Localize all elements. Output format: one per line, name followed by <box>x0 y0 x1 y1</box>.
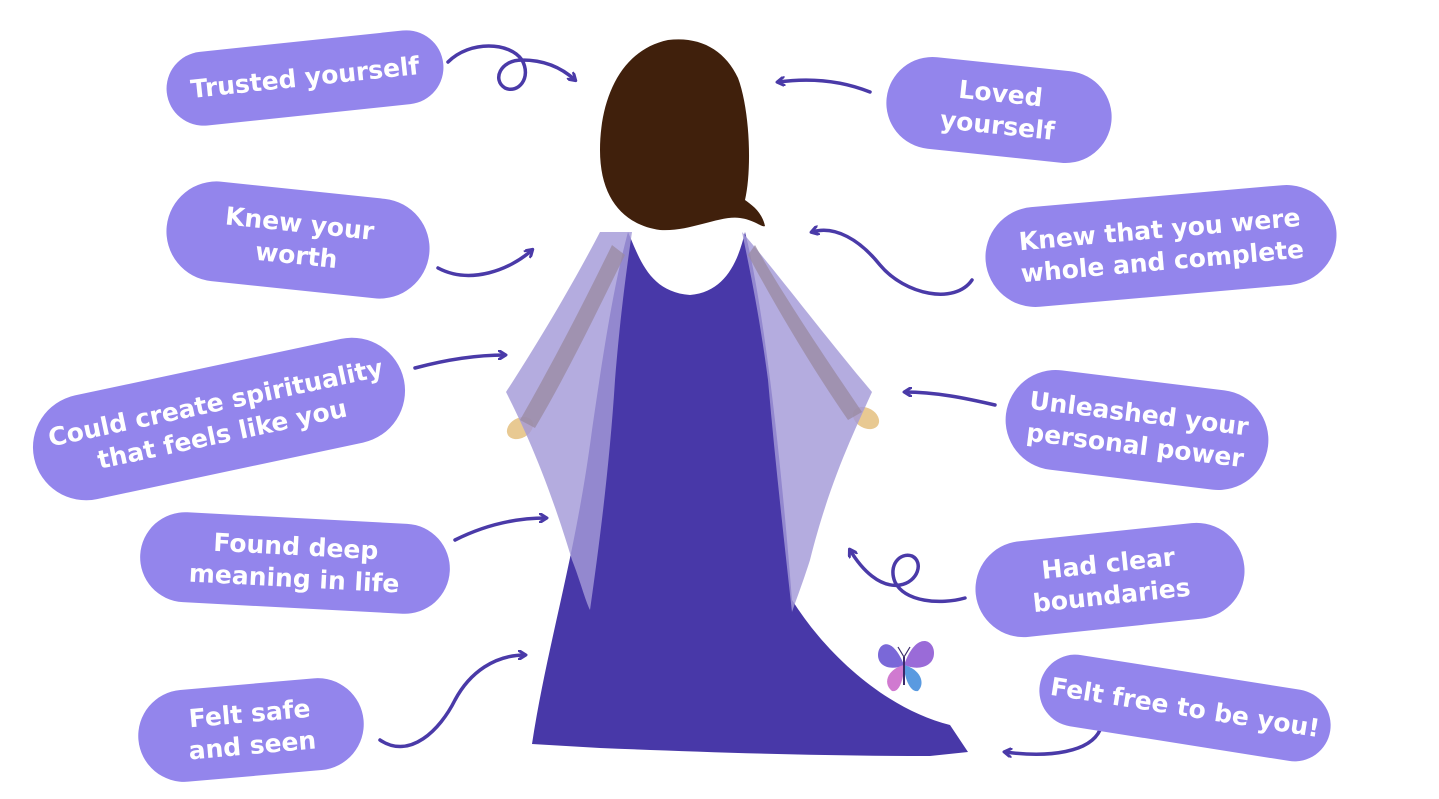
arrow-safe <box>378 655 525 749</box>
dress <box>532 232 968 756</box>
arrow-whole <box>812 230 974 296</box>
arrow-meaning <box>453 518 546 542</box>
shawl-right <box>742 232 872 612</box>
shawl-left <box>506 232 632 610</box>
arrow-boundaries <box>850 550 967 604</box>
right-arm <box>748 245 862 420</box>
arrow-free <box>1005 728 1102 754</box>
arrow-power <box>905 392 997 407</box>
label-deep-meaning: Found deep meaning in life <box>137 509 453 617</box>
arrow-trusted <box>446 44 575 91</box>
arrow-worth <box>436 250 532 278</box>
butterfly-icon <box>878 640 934 692</box>
arrow-loved <box>778 80 872 94</box>
left-arm <box>520 245 625 428</box>
hair <box>600 39 765 231</box>
arrow-spirituality <box>413 355 505 370</box>
